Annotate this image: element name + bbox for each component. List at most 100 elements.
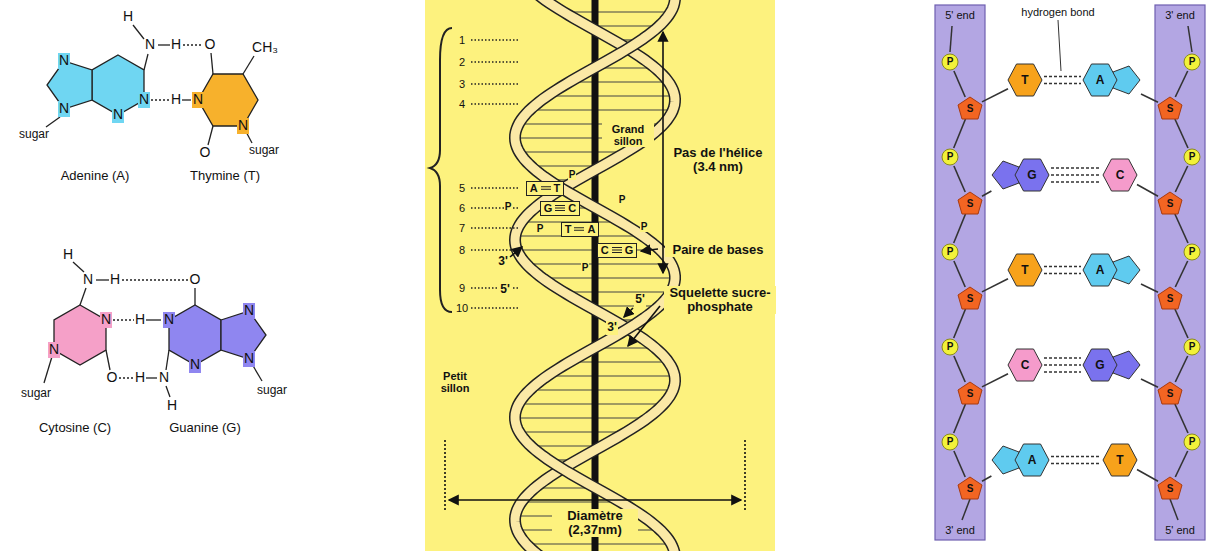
art-line [122,279,188,280]
bond-line [555,210,565,211]
phosphate-circle-shape [1184,244,1200,260]
phosphate-mark: P [536,223,545,234]
part-label: Paire de bases [665,243,771,257]
backbone-line [954,404,966,433]
phosphate-circle-shape [942,54,958,70]
hydrogen-bond-line [1051,174,1101,175]
backbone-letter: S [1167,389,1174,399]
sugar-pentagon: S [958,477,982,499]
backbone-line [1175,119,1188,148]
base-letter: T [554,183,561,194]
base-pair-rung [547,375,674,376]
base-pair-rung [519,403,664,404]
sugar-pentagon-shape [1158,382,1182,404]
base-shape: A [991,444,1049,476]
base-letter: G [544,203,553,214]
atom-label: H [110,272,120,287]
art-line [211,53,213,74]
strand-end: 3' [606,321,618,334]
atom-label: sugar [21,387,51,400]
strand-ends [950,20,1192,520]
backbone-letter: P [947,342,954,352]
phosphate-circle-shape [942,339,958,355]
art-line [662,32,664,273]
node-outline [1083,254,1141,286]
phosphate-circle: P [941,53,959,71]
base-letter: A [1083,74,1117,86]
backbone-letter: P [1189,342,1196,352]
art-line [113,319,134,320]
callout-number: 4 [458,98,466,110]
sugar-pentagon: S [1158,192,1182,214]
base-pair-rung [526,263,671,264]
backbone-line [1175,261,1187,287]
base-shape: A [1083,64,1141,96]
art-line [1058,20,1061,71]
backbone-line [982,191,991,196]
node-outline [991,444,1049,476]
base-name: Cytosine (C) [39,421,111,435]
base-pair-rung [526,543,671,544]
backbone-line [954,261,965,287]
base-name: Adenine (A) [61,169,130,183]
atom-label: sugar [249,144,279,157]
atom-label: sugar [257,384,287,397]
number-leader [471,307,520,308]
part-label: Squelette sucre-phosphate [664,286,776,315]
art-line [962,499,970,520]
base-shape: G [991,159,1049,191]
backbone-letter: S [967,484,974,494]
atom-label: N [192,92,204,107]
base-pair-rung [569,81,668,82]
hydrogen-bond-line [1044,273,1081,274]
backbone-letter: S [967,294,974,304]
atom-label: H [167,398,177,413]
sugar-pentagon-shape [1158,287,1182,309]
backbone-letter: S [1167,199,1174,209]
bond-lines [554,204,566,212]
backbone-line [1175,356,1187,382]
node-outline [1083,64,1141,96]
base-pair-rung [517,249,660,250]
helix-axis [592,0,599,551]
base-pair-rung [569,361,668,362]
phosphate-mark: P [504,201,513,212]
hydrogen-bond-line [1044,371,1081,372]
phosphate-circle: P [1183,53,1201,71]
phosphate-mark: P [568,169,577,180]
phosphate-circle-shape [1184,339,1200,355]
sugar-pentagon: S [958,97,982,119]
base-hexagon [1103,444,1137,476]
number-leader [471,39,520,40]
bond-lines [611,246,623,254]
sugar-pentagon-shape [958,477,982,499]
atom-label: H [171,37,181,52]
art-line [444,440,446,510]
backbone-line [954,451,965,477]
band-fills [935,5,1205,540]
hydrogen-bond-line [1044,76,1081,77]
sugar-pentagon: S [958,287,982,309]
backbone-letter: P [1189,247,1196,257]
bond-line [541,189,551,190]
phosphate-circle: P [941,148,959,166]
hydrogen-bond-line [1051,463,1101,464]
art-line [510,247,522,257]
backbone-line [982,476,991,481]
base-pair-rung [542,277,675,278]
base-shape: C [1103,159,1137,191]
art-line [208,126,213,145]
sugar-pentagon: S [958,192,982,214]
backbone-line [954,309,966,338]
callout-number: 5 [458,182,466,194]
phosphate-circle: P [941,338,959,356]
backbone-line [1175,166,1187,192]
phosphate-circle: P [941,433,959,451]
base-pair-box: CG [597,243,638,258]
phosphate-circle: P [1183,243,1201,261]
base-hexagon [1015,444,1049,476]
atom-label: O [200,145,211,160]
atom-label: N [145,37,155,52]
atom-label: H [171,92,181,107]
bond-line [555,208,565,209]
